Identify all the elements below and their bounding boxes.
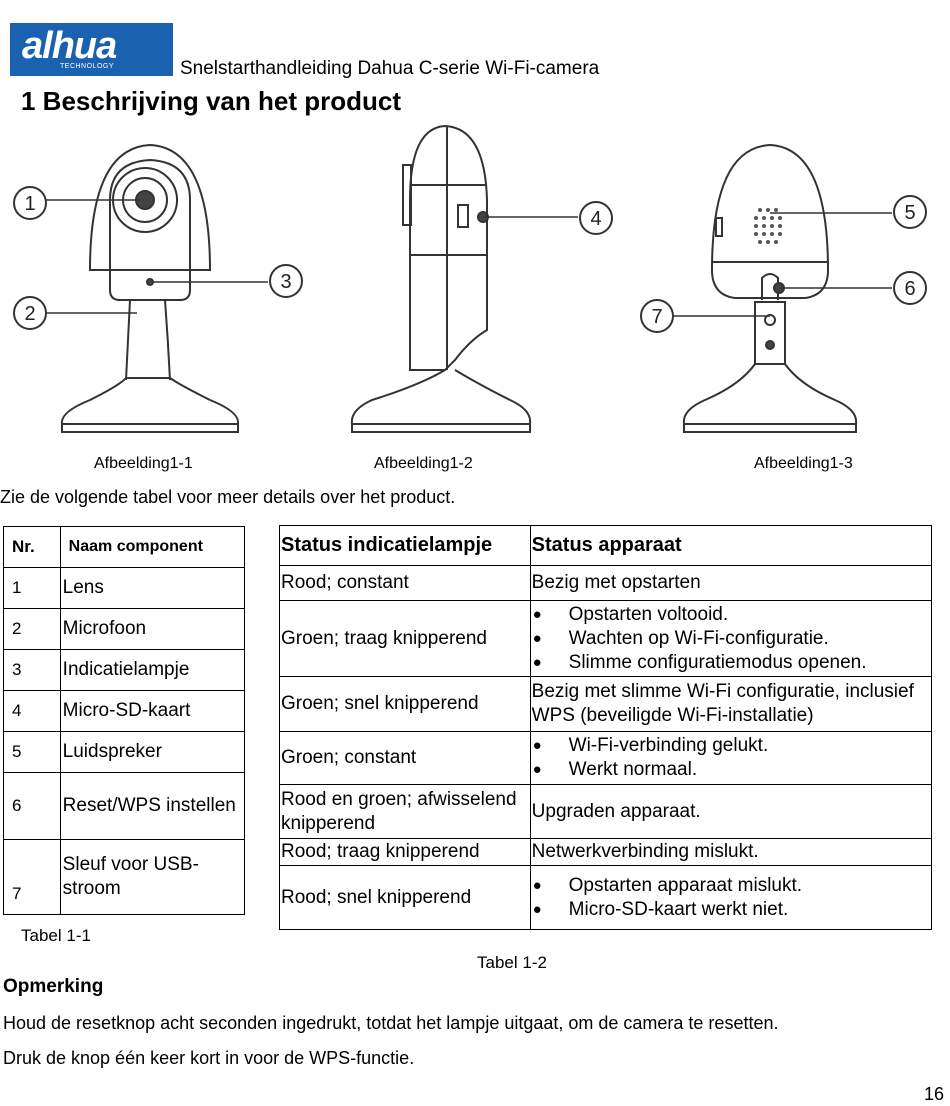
table-row: Rood; snel knipperend Opstarten apparaat… — [279, 865, 933, 930]
callout-2-circle — [13, 296, 47, 330]
component-name: Sleuf voor USB-stroom — [59, 839, 246, 915]
intro-text: Zie de volgende tabel voor meer details … — [0, 487, 456, 507]
table-row: 1 Lens — [3, 567, 246, 609]
table-caption-1: Tabel 1-1 — [21, 926, 91, 945]
logo-wordmark: alhua — [22, 25, 117, 67]
page-number: 16 — [924, 1084, 945, 1104]
table-row: 2 Microfoon — [3, 608, 246, 650]
table-row: Rood; traag knipperend Netwerkverbinding… — [279, 838, 933, 866]
table-caption-2: Tabel 1-2 — [477, 953, 547, 972]
component-name: Reset/WPS instellen — [59, 772, 246, 840]
figure-caption-2: Afbeelding1-2 — [374, 455, 473, 472]
callout-7-label: 7 — [651, 306, 662, 328]
camera-front-drawing — [60, 143, 240, 433]
component-name: Indicatielampje — [59, 649, 246, 691]
component-name: Lens — [59, 567, 246, 609]
row-number: 7 — [3, 839, 61, 915]
row-number: 6 — [3, 772, 61, 840]
indicator-status: Rood en groen; afwisselend knipperend — [279, 784, 531, 839]
table-row: Groen; snel knipperend Bezig met slimme … — [279, 676, 933, 732]
row-number: 4 — [3, 690, 61, 732]
document-title: Snelstarthandleiding Dahua C-serie Wi-Fi… — [180, 58, 600, 79]
table-header-name: Naam component — [59, 526, 246, 568]
callout-1-label: 1 — [24, 193, 35, 215]
logo-subtitle: TECHNOLOGY — [60, 63, 115, 70]
note-line-1: Houd de resetknop acht seconden ingedruk… — [3, 1013, 779, 1033]
callout-6-label: 6 — [904, 278, 915, 300]
indicator-status: Rood; traag knipperend — [279, 838, 531, 866]
table-row: Groen; constant Wi-Fi-verbinding gelukt.… — [279, 731, 933, 785]
callout-1-circle — [13, 186, 47, 220]
indicator-status: Groen; traag knipperend — [279, 600, 531, 677]
status-list: Opstarten apparaat mislukt. Micro-SD-kaa… — [532, 874, 931, 922]
component-name: Microfoon — [59, 608, 246, 650]
row-number: 5 — [3, 731, 61, 773]
component-table: Nr. Naam component 1 Lens 2 Microfoon 3 … — [3, 526, 246, 915]
component-name: Micro-SD-kaart — [59, 690, 246, 732]
callout-2-label: 2 — [24, 303, 35, 325]
list-item: Slimme configuratiemodus openen. — [532, 651, 931, 675]
device-status: Opstarten apparaat mislukt. Micro-SD-kaa… — [529, 865, 933, 930]
list-item: Micro-SD-kaart werkt niet. — [532, 898, 931, 922]
table-row: 7 Sleuf voor USB-stroom — [3, 839, 246, 915]
table-row: Rood en groen; afwisselend knipperend Up… — [279, 784, 933, 839]
callout-5-label: 5 — [904, 202, 915, 224]
list-item: Wachten op Wi-Fi-configuratie. — [532, 627, 931, 651]
device-status: Bezig met opstarten — [529, 565, 933, 601]
callout-7-circle — [640, 299, 674, 333]
figure-caption-1: Afbeelding1-1 — [94, 455, 193, 472]
table-row: Groen; traag knipperend Opstarten voltoo… — [279, 600, 933, 677]
indicator-status: Groen; snel knipperend — [279, 676, 531, 732]
callout-3-circle — [269, 264, 303, 298]
table-row: Rood; constant Bezig met opstarten — [279, 565, 933, 601]
callout-4-label: 4 — [590, 208, 601, 230]
table-row: 6 Reset/WPS instellen — [3, 772, 246, 840]
callout-5-circle — [893, 195, 927, 229]
device-status: Netwerkverbinding mislukt. — [529, 838, 933, 866]
callout-3-label: 3 — [280, 271, 291, 293]
table-header-row: Nr. Naam component — [3, 526, 246, 568]
note-line-2: Druk de knop één keer kort in voor de WP… — [3, 1048, 415, 1068]
device-status: Bezig met slimme Wi-Fi configuratie, inc… — [529, 676, 933, 732]
device-status: Opstarten voltooid. Wachten op Wi-Fi-con… — [529, 600, 933, 677]
list-item: Wi-Fi-verbinding gelukt. — [532, 734, 931, 758]
row-number: 1 — [3, 567, 61, 609]
table-header-device: Status apparaat — [529, 525, 933, 566]
list-item: Opstarten apparaat mislukt. — [532, 874, 931, 898]
product-illustrations: 1 2 3 4 5 6 7 — [13, 124, 927, 433]
section-title: 1 Beschrijving van het product — [21, 86, 401, 116]
table-header-status: Status indicatielampje — [279, 525, 531, 566]
row-number: 3 — [3, 649, 61, 691]
table-row: 4 Micro-SD-kaart — [3, 690, 246, 732]
figure-caption-3: Afbeelding1-3 — [754, 455, 853, 472]
table-row: 5 Luidspreker — [3, 731, 246, 773]
table-header-row: Status indicatielampje Status apparaat — [279, 525, 933, 566]
device-status: Wi-Fi-verbinding gelukt. Werkt normaal. — [529, 731, 933, 785]
status-list: Opstarten voltooid. Wachten op Wi-Fi-con… — [532, 603, 931, 675]
status-table: Status indicatielampje Status apparaat R… — [279, 525, 933, 930]
indicator-status: Rood; constant — [279, 565, 531, 601]
indicator-status: Rood; snel knipperend — [279, 865, 531, 930]
indicator-status: Groen; constant — [279, 731, 531, 785]
dahua-logo: alhua TECHNOLOGY — [10, 23, 173, 76]
device-status: Upgraden apparaat. — [529, 784, 933, 839]
component-name: Luidspreker — [59, 731, 246, 773]
table-header-nr: Nr. — [3, 526, 61, 568]
list-item: Werkt normaal. — [532, 758, 931, 782]
status-list: Wi-Fi-verbinding gelukt. Werkt normaal. — [532, 734, 931, 782]
list-item: Opstarten voltooid. — [532, 603, 931, 627]
table-row: 3 Indicatielampje — [3, 649, 246, 691]
callout-6-circle — [893, 271, 927, 305]
note-title: Opmerking — [3, 976, 104, 997]
callout-4-circle — [579, 201, 613, 235]
row-number: 2 — [3, 608, 61, 650]
camera-side-drawing — [350, 124, 532, 433]
